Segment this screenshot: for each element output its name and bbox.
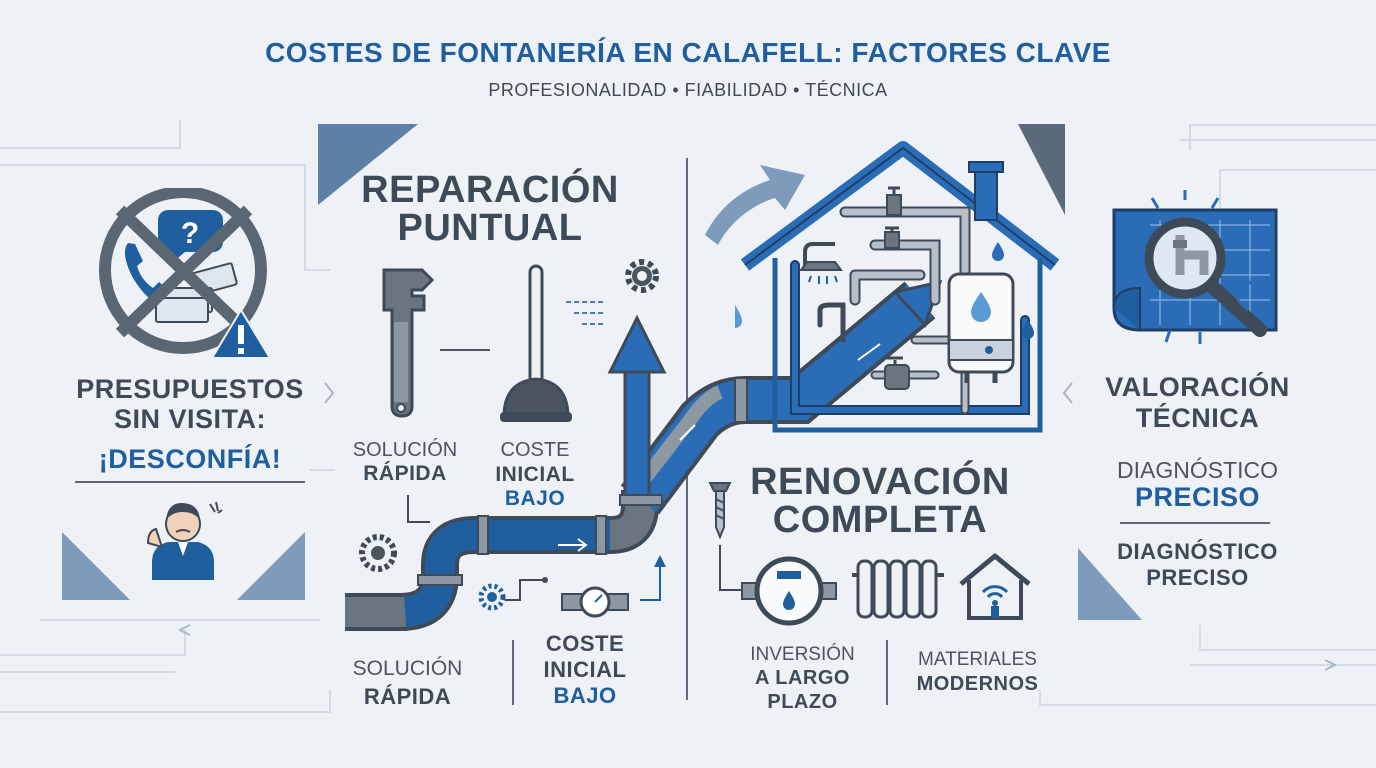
screw-icon <box>708 482 732 539</box>
wrench-icon <box>382 268 435 418</box>
left-heading-line1: PRESUPUESTOS <box>76 374 304 404</box>
renovation-label1-line1: INVERSIÓN <box>750 644 855 665</box>
renovation-label2-line1: MATERIALES <box>918 649 1037 670</box>
repair-upper-label2-line3: BAJO <box>504 487 566 510</box>
repair-title-line1: REPARACIÓN <box>361 169 619 211</box>
repair-lower-label2-line2: INICIAL <box>543 657 627 682</box>
page-subtitle: PROFESIONALIDAD • FIABILIDAD • TÉCNICA <box>488 80 888 100</box>
assessment-label2-line2: PRECISO <box>1146 565 1249 590</box>
renovation-label2-line2: MODERNOS <box>916 673 1039 695</box>
left-warning: ¡DESCONFÍA! <box>98 444 282 474</box>
water-meter-icon <box>741 556 837 626</box>
left-heading-line2: SIN VISITA: <box>113 404 266 434</box>
svg-text:?: ? <box>181 217 199 250</box>
repair-upper-label1-line2: RÁPIDA <box>363 462 447 485</box>
assessment-label2-line1: DIAGNÓSTICO <box>1117 539 1278 564</box>
repair-lower-label2-line3: BAJO <box>553 683 617 708</box>
water-heater-icon <box>947 272 1015 383</box>
worried-person-icon <box>146 501 223 580</box>
repair-lower-label2-line1: COSTE <box>545 631 625 656</box>
plunger-icon <box>500 264 572 422</box>
repair-upper-label2-line1: COSTE <box>500 439 570 461</box>
assessment-label1-line1: DIAGNÓSTICO <box>1116 457 1278 483</box>
repair-lower-label1-line2: RÁPIDA <box>363 684 452 709</box>
gear-icon <box>625 259 659 293</box>
renovation-title-line2: COMPLETA <box>772 499 988 541</box>
warning-icon <box>210 308 272 359</box>
renovation-label1-line2: A LARGO <box>755 667 850 689</box>
repair-upper-label1-line1: SOLUCIÓN <box>352 439 458 461</box>
renovation-label1-line3: PLAZO <box>767 691 838 713</box>
magnifier-blueprint-icon <box>1112 190 1278 344</box>
assessment-title-line1: VALORACIÓN <box>1105 372 1290 402</box>
assessment-title-line2: TÉCNICA <box>1135 403 1260 433</box>
renovation-title-line1: RENOVACIÓN <box>750 461 1010 503</box>
speed-lines-icon <box>566 301 604 325</box>
radiator-icon <box>852 559 944 619</box>
repair-title-line2: PUNTUAL <box>397 207 583 249</box>
no-phone-quote-icon: ? <box>99 188 267 354</box>
assessment-label1-line2: PRECISO <box>1134 482 1261 512</box>
page-title: COSTES DE FONTANERÍA EN CALAFELL: FACTOR… <box>265 37 1111 68</box>
repair-upper-label2-line2: INICIAL <box>495 463 575 486</box>
smart-home-icon <box>959 553 1031 620</box>
repair-lower-label1-line1: SOLUCIÓN <box>352 657 463 680</box>
assessment-divider <box>1120 522 1270 524</box>
warning-underline <box>75 481 305 483</box>
